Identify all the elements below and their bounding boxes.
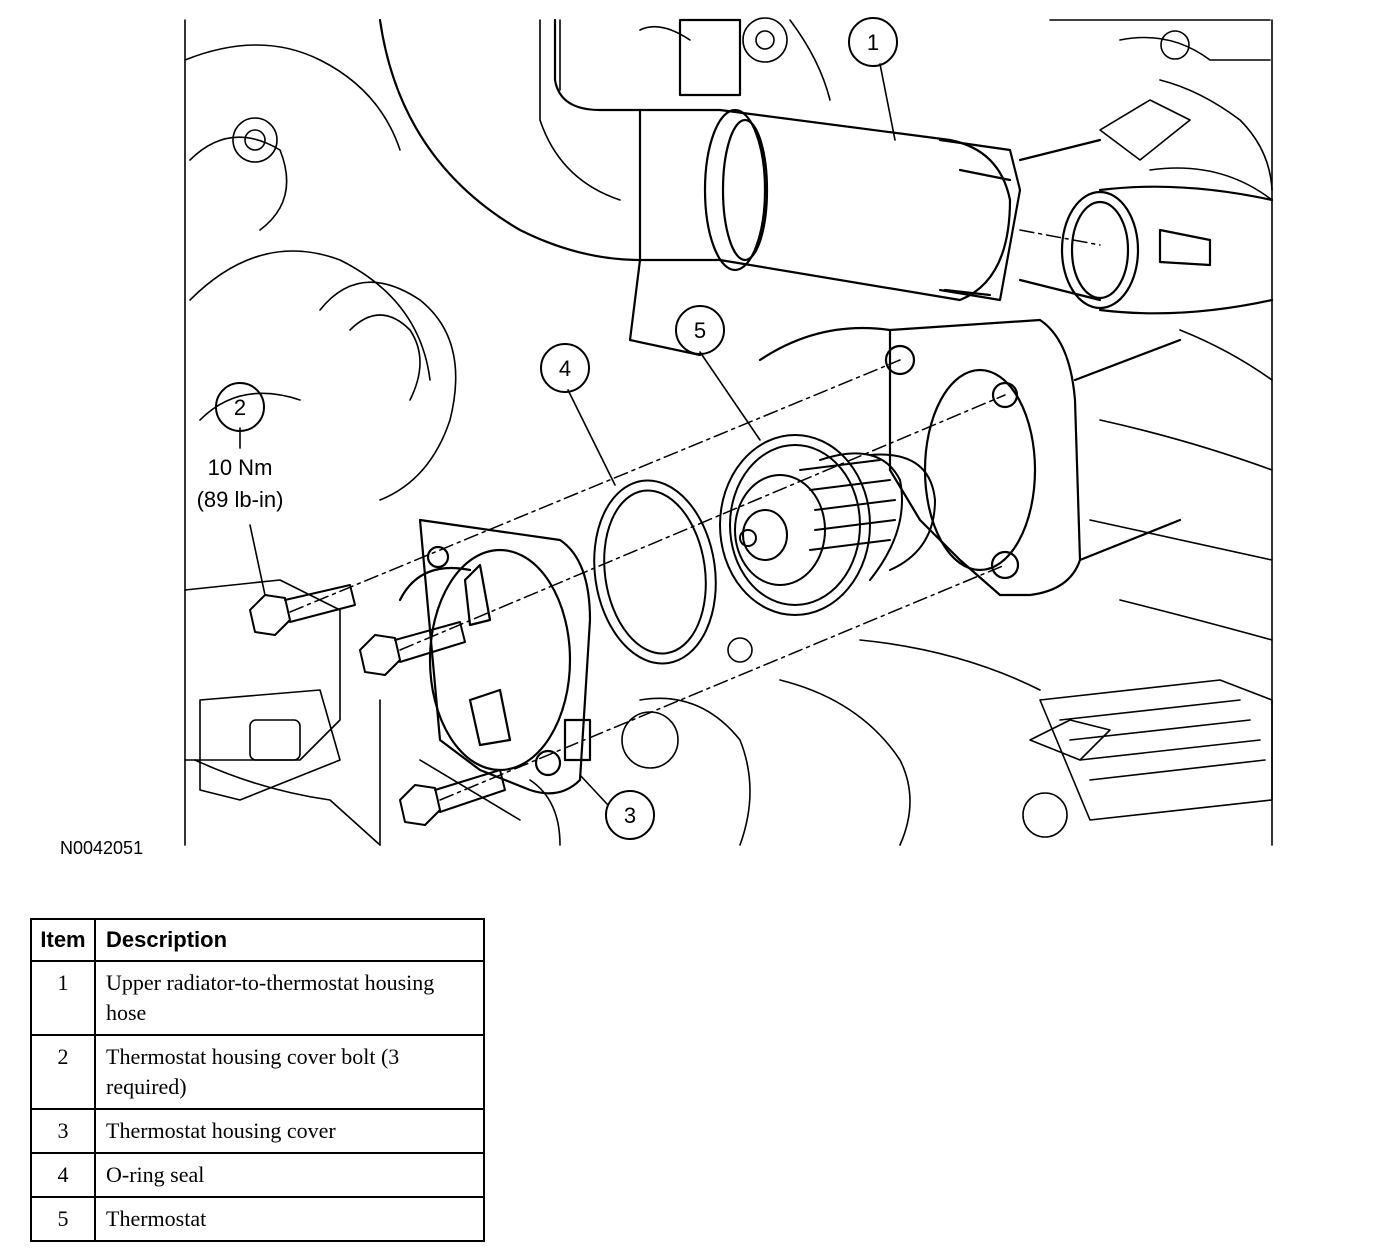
legend-header-item: Item (30, 918, 96, 962)
exploded-view-illustration: 1 2 3 4 5 (184, 17, 1274, 846)
callout-3-label: 3 (624, 803, 636, 828)
upper-radiator-hose (378, 18, 1274, 357)
item-description: Upper radiator-to-thermostat housing hos… (94, 960, 485, 1036)
callout-2-label: 2 (234, 395, 246, 420)
alignment-lines (289, 229, 1101, 801)
o-ring-seal-part (593, 479, 717, 665)
table-row: 4 O-ring seal (30, 1152, 485, 1198)
callout-circles (215, 17, 898, 840)
table-row: 3 Thermostat housing cover (30, 1108, 485, 1154)
table-row: 1 Upper radiator-to-thermostat housing h… (30, 960, 485, 1036)
item-number: 3 (30, 1108, 96, 1154)
torque-imperial: (89 lb-in) (196, 487, 284, 512)
item-number: 5 (30, 1196, 96, 1242)
thermostat-part (719, 434, 936, 616)
table-row: 2 Thermostat housing cover bolt (3 requi… (30, 1034, 485, 1110)
torque-value: 10 Nm (207, 455, 273, 480)
table-row: 5 Thermostat (30, 1196, 485, 1242)
legend-header-description: Description (94, 918, 485, 962)
callout-leaders (239, 63, 896, 806)
thermostat-housing-cover-part (398, 518, 592, 795)
thermostat-housing (758, 318, 1182, 597)
torque-spec: 10 Nm (89 lb-in) (170, 452, 310, 516)
legend-header-row: Item Description (30, 918, 485, 962)
item-number: 1 (30, 960, 96, 1036)
figure-id: N0042051 (60, 838, 144, 858)
item-number: 4 (30, 1152, 96, 1198)
callout-1-label: 1 (867, 30, 879, 55)
callout-4-label: 4 (559, 356, 571, 381)
item-description: Thermostat housing cover bolt (3 require… (94, 1034, 485, 1110)
callout-5-label: 5 (694, 318, 706, 343)
item-description: O-ring seal (94, 1152, 485, 1198)
item-description: Thermostat housing cover (94, 1108, 485, 1154)
legend-table: Item Description 1 Upper radiator-to-the… (30, 918, 485, 1242)
item-number: 2 (30, 1034, 96, 1110)
item-description: Thermostat (94, 1196, 485, 1242)
